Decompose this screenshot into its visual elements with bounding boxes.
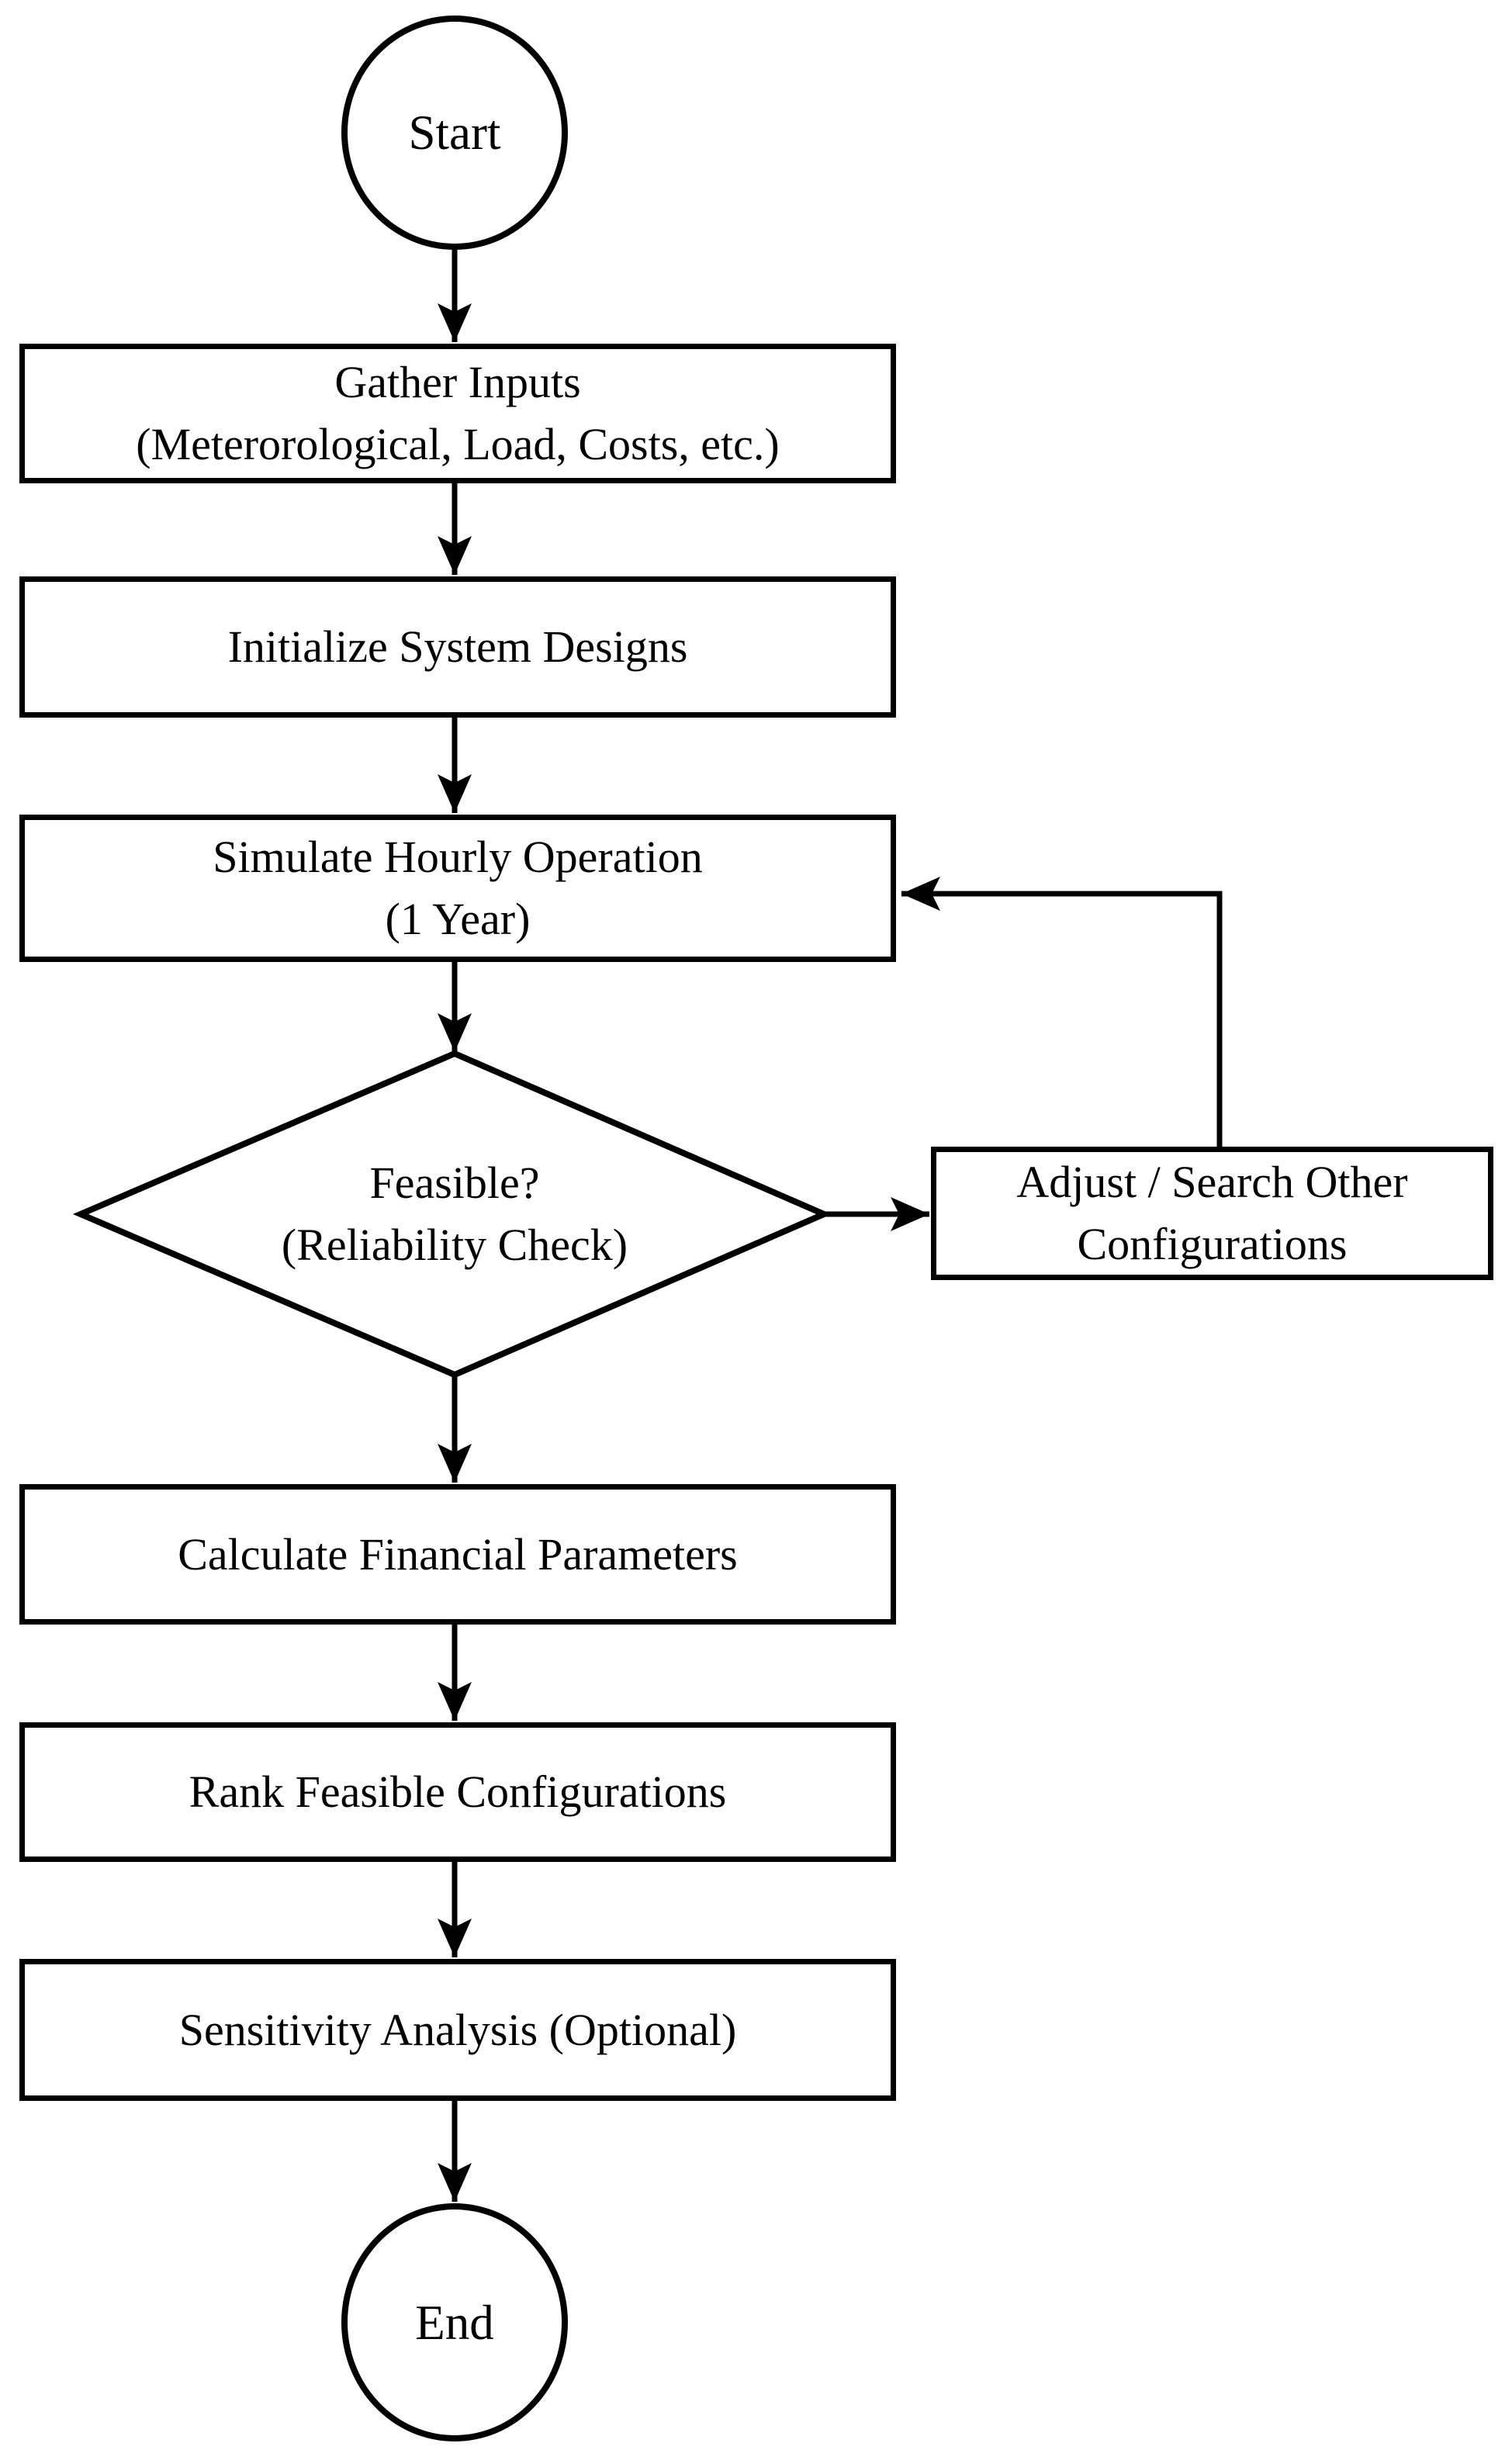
edge-adjust-to-simulate-feedback (901, 877, 1223, 1148)
end-label: End (415, 2295, 494, 2350)
gather-inputs-label-line2: (Meterorological, Load, Costs, etc.) (136, 419, 780, 469)
sensitivity-analysis-label: Sensitivity Analysis (Optional) (178, 2004, 737, 2055)
feasible-label-line2: (Reliability Check) (281, 1220, 628, 1270)
simulate-operation-label-line2: (1 Year) (385, 894, 531, 944)
decision-diamond-shape (72, 1050, 832, 1379)
process-initialize-system-designs: Initialize System Designs (19, 576, 896, 718)
adjust-search-label-line1: Adjust / Search Other (1016, 1157, 1408, 1207)
adjust-search-label-line2: Configurations (1077, 1219, 1348, 1269)
simulate-operation-label-line1: Simulate Hourly Operation (213, 832, 703, 882)
start-node: Start (341, 16, 568, 250)
calculate-financial-label: Calculate Financial Parameters (178, 1528, 738, 1580)
process-rank-feasible-configurations: Rank Feasible Configurations (19, 1722, 896, 1862)
process-gather-inputs: Gather Inputs (Meterorological, Load, Co… (19, 344, 896, 483)
rank-configurations-label: Rank Feasible Configurations (189, 1767, 727, 1817)
decision-feasible: Feasible? (Reliability Check) (144, 1117, 765, 1311)
process-sensitivity-analysis: Sensitivity Analysis (Optional) (19, 1959, 896, 2101)
initialize-designs-label: Initialize System Designs (227, 621, 688, 672)
start-label: Start (408, 106, 501, 160)
process-calculate-financial-parameters: Calculate Financial Parameters (19, 1484, 896, 1625)
process-adjust-search-other-configurations: Adjust / Search Other Configurations (931, 1147, 1493, 1280)
feasible-label-line1: Feasible? (369, 1158, 540, 1208)
gather-inputs-label-line1: Gather Inputs (334, 357, 581, 407)
process-simulate-hourly-operation: Simulate Hourly Operation (1 Year) (19, 815, 896, 962)
end-node: End (341, 2203, 568, 2441)
